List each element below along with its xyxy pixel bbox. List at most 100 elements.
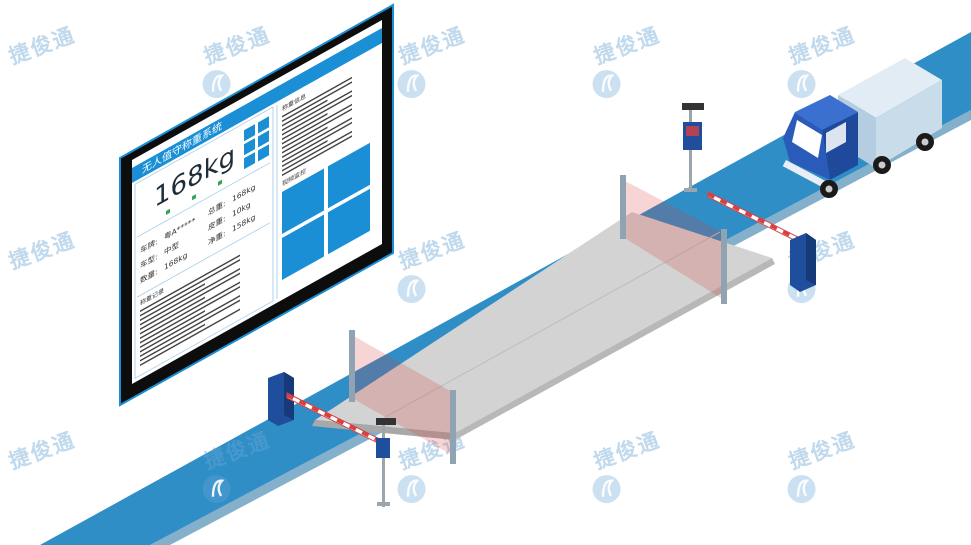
- watermark-text: 捷俊通: [201, 23, 274, 69]
- text-line: [282, 76, 352, 118]
- watermark-text: 捷俊通: [396, 23, 469, 69]
- status-light-2: [192, 194, 196, 201]
- text-line: [140, 272, 240, 331]
- barrier-arm-near-stripes: [286, 393, 383, 444]
- truck-cab-side: [822, 112, 858, 180]
- text-line: [140, 286, 240, 344]
- truck-hub-front: [825, 185, 833, 193]
- monitor-screen: 无人值守称重系统 168kg 车牌: 粤A***** 车型: 中型 数量: 16…: [132, 19, 382, 384]
- text-line: [282, 103, 352, 145]
- barrier-box-far-side: [806, 233, 816, 285]
- text-line: [282, 94, 352, 136]
- grating-post-near-right: [450, 390, 456, 464]
- truck: [782, 58, 942, 198]
- tile-1: [244, 124, 255, 142]
- led-display-near: [376, 418, 396, 507]
- truck-hub-rear: [921, 138, 929, 146]
- status-light-3: [218, 179, 222, 186]
- truck-box-top: [838, 58, 942, 118]
- grating-beam-far: [623, 180, 724, 300]
- watermark: 捷俊通: [6, 228, 79, 274]
- tile-4: [258, 130, 269, 148]
- text-line: [140, 295, 240, 353]
- watermark-logo-icon: [202, 475, 231, 504]
- watermark-logo-icon: [592, 70, 621, 99]
- truck-windshield: [792, 120, 822, 158]
- watermark: 捷俊通: [396, 23, 469, 99]
- truck-side-window: [826, 122, 846, 153]
- video-feed-3: [282, 214, 324, 280]
- tile-3: [244, 138, 255, 156]
- grating-post-far-left: [620, 175, 626, 239]
- grating-post-far-right: [721, 229, 727, 304]
- watermark-text: 捷俊通: [6, 228, 79, 274]
- watermark-text: 捷俊通: [591, 23, 664, 69]
- barrier-gate-near: [268, 372, 383, 446]
- led-display-far: [682, 103, 704, 192]
- watermark-logo-icon: [787, 70, 816, 99]
- watermark-logo-icon: [202, 70, 231, 99]
- led-base-far: [684, 188, 697, 192]
- text-line: [282, 130, 352, 172]
- barrier-arm-far-stripes: [707, 192, 801, 242]
- left-panel-border: [134, 106, 274, 379]
- text-line: [282, 90, 352, 132]
- text-line: [140, 299, 240, 358]
- monitor: 无人值守称重系统 168kg 车牌: 粤A***** 车型: 中型 数量: 16…: [119, 3, 394, 407]
- watermark: 捷俊通: [786, 428, 859, 504]
- info-divider: [137, 162, 270, 238]
- text-line: [140, 296, 205, 335]
- led-screen-far-digits: [686, 126, 699, 136]
- watermark-text: 捷俊通: [786, 428, 859, 474]
- led-camera-near: [376, 418, 396, 425]
- text-line: [282, 135, 352, 177]
- watermark: 捷俊通: [6, 428, 79, 474]
- screen-title-bar: [132, 27, 382, 183]
- watermark-text: 捷俊通: [6, 428, 79, 474]
- watermark: 捷俊通: [396, 228, 469, 304]
- text-line: [140, 254, 240, 313]
- watermark-text: 捷俊通: [786, 23, 859, 69]
- text-line: [140, 323, 205, 362]
- text-line: [282, 81, 352, 123]
- tile-5: [244, 152, 255, 170]
- tile-6: [258, 144, 269, 162]
- watermark-text: 捷俊通: [396, 228, 469, 274]
- watermark-logo-icon: [397, 70, 426, 99]
- truck-hub-mid: [878, 161, 886, 169]
- video-feed-4: [328, 188, 370, 255]
- platform-seam: [379, 231, 721, 421]
- infrared-grating-near: [349, 330, 456, 464]
- text-line: [282, 126, 328, 154]
- text-line: [282, 99, 328, 127]
- infrared-grating-far: [620, 175, 727, 304]
- monitor-frame-accent: [119, 3, 394, 407]
- video-feed-1: [282, 168, 324, 234]
- platform-top: [315, 212, 772, 433]
- grating-beam-near: [352, 335, 452, 455]
- truck-cab-top: [795, 95, 858, 130]
- watermark: 捷俊通: [6, 23, 79, 69]
- text-line: [282, 113, 328, 141]
- info-text-block: [282, 76, 352, 177]
- watermark-text: 捷俊通: [591, 428, 664, 474]
- watermark: 捷俊通: [591, 428, 664, 504]
- watermark-logo-icon: [397, 275, 426, 304]
- watermark: 捷俊通: [786, 228, 859, 304]
- led-camera-far: [682, 103, 704, 110]
- video-feed-2: [328, 142, 370, 209]
- text-line: [282, 140, 328, 168]
- text-line: [282, 108, 352, 150]
- text-line: [140, 308, 240, 367]
- truck-box-side: [876, 80, 942, 168]
- led-screen-near: [376, 438, 390, 458]
- text-line: [140, 281, 240, 340]
- platform-side-right: [455, 258, 775, 440]
- text-line: [140, 259, 240, 317]
- watermark: 捷俊通: [591, 23, 664, 99]
- watermark-logo-icon: [397, 475, 426, 504]
- grating-post-near-left: [349, 330, 355, 402]
- watermark-text: 捷俊通: [6, 23, 79, 69]
